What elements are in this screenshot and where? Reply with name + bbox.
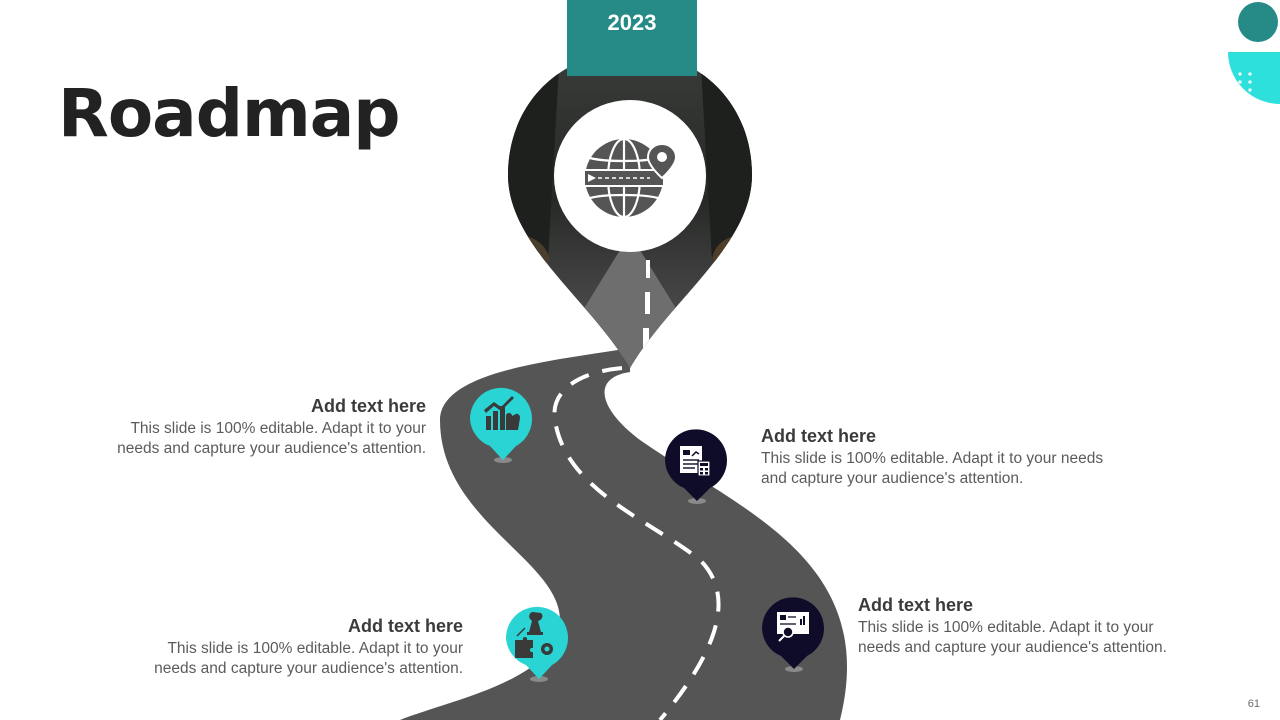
milestone-text-4: Add text here This slide is 100% editabl… <box>858 595 1198 658</box>
presentation-search-icon <box>777 612 809 642</box>
decor-circle-teal <box>1238 2 1278 42</box>
decor-dots <box>1238 72 1252 92</box>
milestone-text-3: Add text here This slide is 100% editabl… <box>123 616 463 679</box>
year-tab: 2023 <box>567 0 697 76</box>
road <box>400 348 848 720</box>
milestone-heading: Add text here <box>858 595 974 615</box>
decor-quarter-cyan <box>1228 52 1280 104</box>
milestone-pin-1 <box>469 387 532 463</box>
report-calculator-icon <box>680 446 711 477</box>
milestone-pin-2 <box>665 429 727 504</box>
milestone-body-line: and capture your audience's attention. <box>761 470 1024 487</box>
page-number: 61 <box>1247 698 1260 710</box>
milestone-body-line: This slide is 100% editable. Adapt it to… <box>858 619 1154 636</box>
milestone-body-line: This slide is 100% editable. Adapt it to… <box>130 420 426 437</box>
milestone-body-line: needs and capture your audience's attent… <box>858 639 1167 656</box>
milestone-pin-4 <box>762 597 824 672</box>
milestone-heading: Add text here <box>310 396 426 416</box>
road-center-line <box>552 366 721 720</box>
milestone-body-line: This slide is 100% editable. Adapt it to… <box>761 450 1104 467</box>
strategy-puzzle-icon <box>515 612 553 658</box>
milestone-heading: Add text here <box>761 426 877 446</box>
milestone-pin-3 <box>505 606 568 682</box>
milestone-text-2: Add text here This slide is 100% editabl… <box>761 426 1141 489</box>
milestone-body-line: needs and capture your audience's attent… <box>117 440 426 457</box>
chart-hand-icon <box>484 396 520 430</box>
globe-location-icon <box>583 137 678 219</box>
milestone-body-line: This slide is 100% editable. Adapt it to… <box>167 640 463 657</box>
page-title: Roadmap <box>58 75 400 152</box>
year-label: 2023 <box>607 10 657 35</box>
milestone-heading: Add text here <box>347 616 463 636</box>
milestone-body-line: needs and capture your audience's attent… <box>154 660 463 677</box>
milestone-text-1: Add text here This slide is 100% editabl… <box>86 396 426 459</box>
